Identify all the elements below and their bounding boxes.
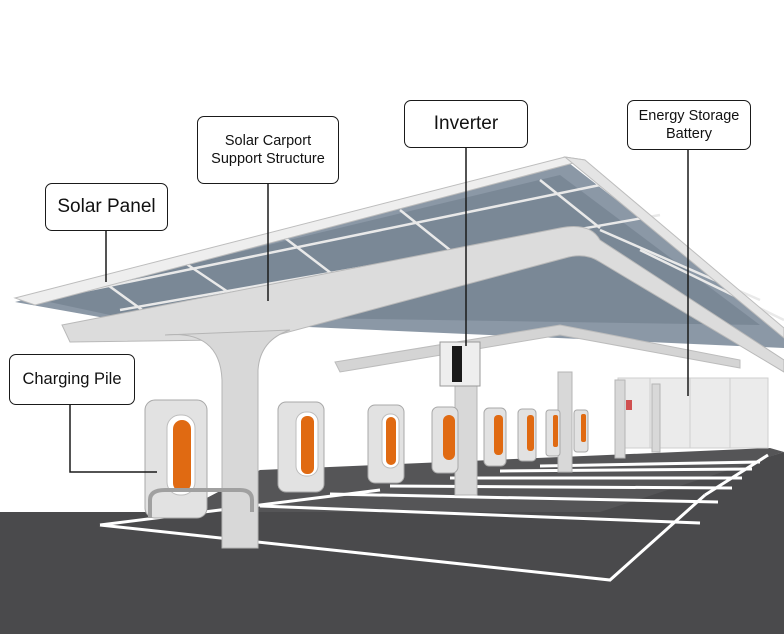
- charging-pile: [573, 409, 589, 453]
- label-energy-storage: Energy Storage Battery: [627, 100, 751, 150]
- charging-pile: [545, 409, 561, 457]
- charging-pile: [517, 408, 537, 462]
- label-inverter: Inverter: [404, 100, 528, 148]
- energy-storage-containers: [617, 377, 769, 449]
- charging-pile: [367, 404, 405, 484]
- charging-pile: [483, 407, 507, 467]
- charging-pile: [277, 401, 325, 493]
- charging-pile: [431, 406, 459, 474]
- parking-lines: [99, 453, 769, 582]
- label-charging-pile: Charging Pile: [9, 354, 135, 405]
- charging-piles: [144, 399, 589, 519]
- parking-ground: [0, 452, 784, 634]
- label-support-structure: Solar Carport Support Structure: [197, 116, 339, 184]
- charging-pile: [144, 399, 254, 519]
- leader-lines: [69, 148, 689, 473]
- support-columns: [164, 329, 661, 549]
- label-solar-panel: Solar Panel: [45, 183, 168, 231]
- inverter-box: [439, 341, 481, 387]
- leader-charging-pile: [69, 405, 157, 473]
